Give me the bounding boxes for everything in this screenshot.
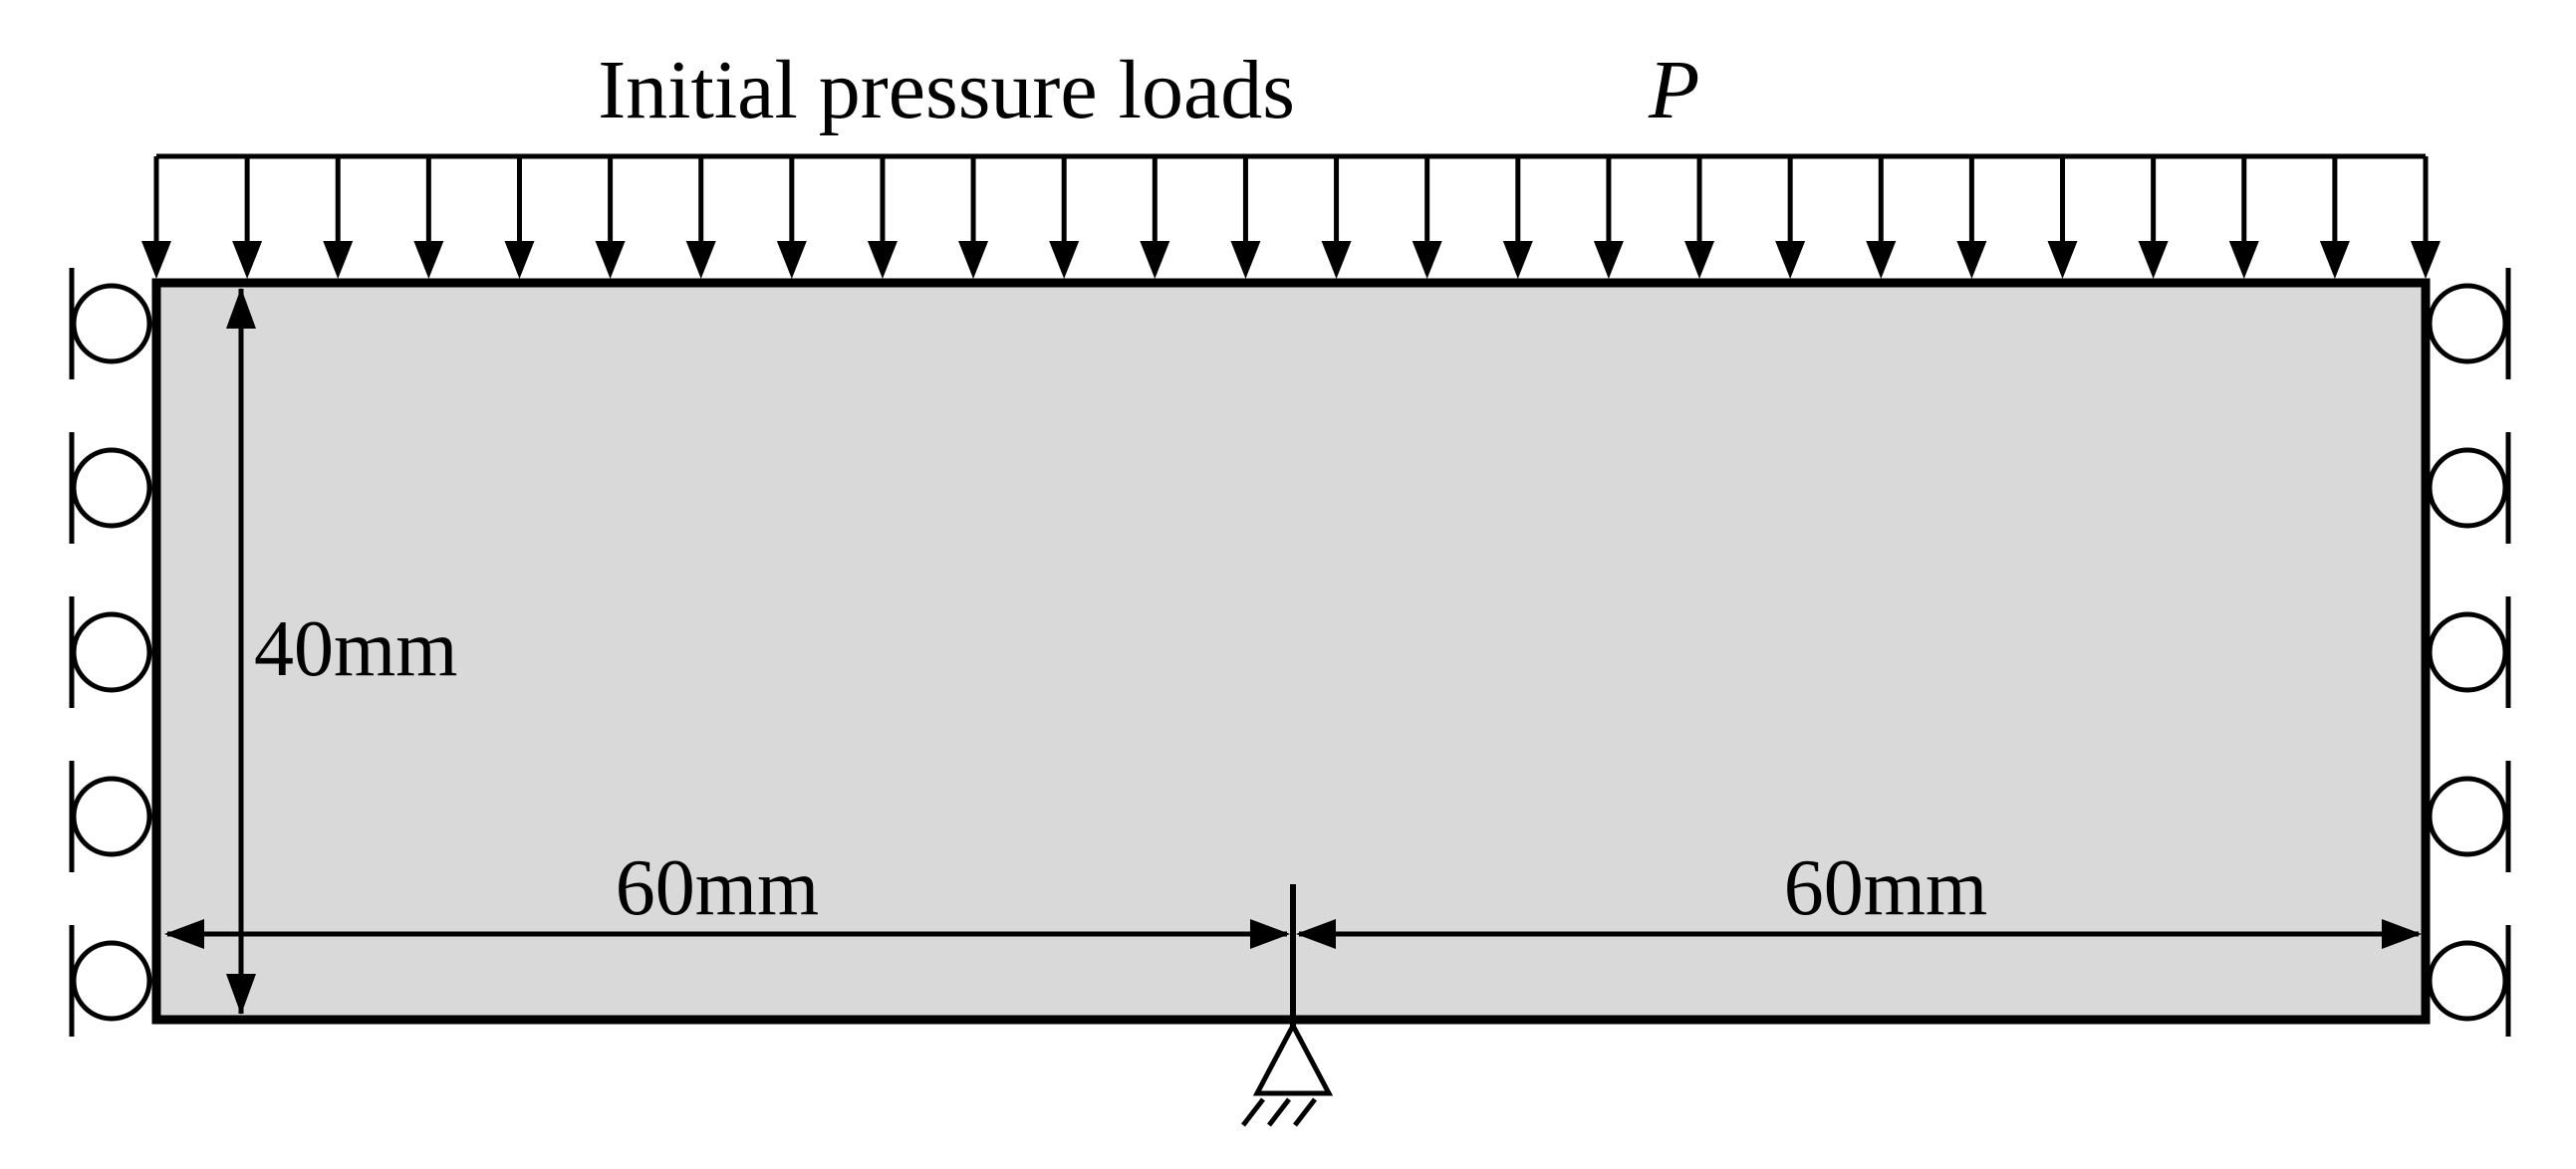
pressure-load-arrow xyxy=(867,156,898,279)
pin-support-triangle xyxy=(1252,1020,1334,1096)
pin-support-ground-hatch-1 xyxy=(1241,1097,1265,1127)
left-width-arrow-right xyxy=(1250,919,1290,949)
roller-support-left xyxy=(69,432,152,544)
pressure-load-arrow xyxy=(958,156,989,279)
pressure-load-arrow xyxy=(1049,156,1080,279)
roller-support-left xyxy=(69,925,152,1037)
pressure-load-arrow xyxy=(1230,156,1261,279)
roller-support-left xyxy=(69,761,152,872)
pressure-load-arrow xyxy=(2228,156,2259,279)
pressure-load-arrow xyxy=(141,156,171,279)
height-dimension-label: 40mm xyxy=(254,605,457,693)
pressure-load-arrow xyxy=(2319,156,2350,279)
roller-support-right xyxy=(2427,925,2511,1037)
roller-support-left xyxy=(69,268,152,379)
title-symbol: P xyxy=(1648,44,1699,136)
right-width-arrow-right xyxy=(2382,919,2422,949)
right-width-dimension-label: 60mm xyxy=(1784,844,1987,932)
pressure-load-arrow xyxy=(1956,156,1987,279)
roller-support-right xyxy=(2427,761,2511,872)
pressure-load-arrow xyxy=(2138,156,2169,279)
roller-support-right xyxy=(2427,432,2511,544)
right-width-arrow-left xyxy=(1296,919,1336,949)
left-width-dimension-label: 60mm xyxy=(616,844,819,932)
pressure-load-arrow xyxy=(1140,156,1170,279)
pressure-load-arrow xyxy=(1775,156,1806,279)
title-label: Initial pressure loads xyxy=(598,44,1295,136)
pressure-load-arrow xyxy=(1866,156,1897,279)
pressure-load-arrow xyxy=(232,156,263,279)
pressure-load-arrow xyxy=(1502,156,1533,279)
pressure-load-arrow xyxy=(776,156,807,279)
pressure-load-arrow xyxy=(685,156,716,279)
roller-support-right xyxy=(2427,268,2511,379)
pressure-load-arrow xyxy=(504,156,535,279)
pressure-load-arrow xyxy=(595,156,626,279)
pressure-load-arrow xyxy=(2047,156,2078,279)
roller-support-left xyxy=(69,596,152,708)
pressure-load-arrows xyxy=(141,153,2441,279)
pressure-load-arrow xyxy=(1321,156,1352,279)
roller-support-right xyxy=(2427,596,2511,708)
pin-support-ground-hatch-2 xyxy=(1267,1097,1291,1127)
height-dimension-arrow-bottom xyxy=(226,974,256,1015)
left-width-arrow-left xyxy=(164,919,204,949)
pressure-load-arrow xyxy=(2411,156,2441,279)
pin-support-ground-hatch-3 xyxy=(1293,1097,1317,1127)
pin-support xyxy=(1241,1020,1334,1127)
pressure-load-arrow xyxy=(1412,156,1442,279)
roller-supports-left xyxy=(69,268,152,1037)
pressure-load-arrow xyxy=(1593,156,1624,279)
roller-supports-right xyxy=(2427,268,2511,1037)
pressure-load-arrow xyxy=(413,156,444,279)
height-dimension-arrow-top xyxy=(226,288,256,329)
pressure-load-arrow xyxy=(323,156,354,279)
pressure-load-arrow xyxy=(1684,156,1715,279)
